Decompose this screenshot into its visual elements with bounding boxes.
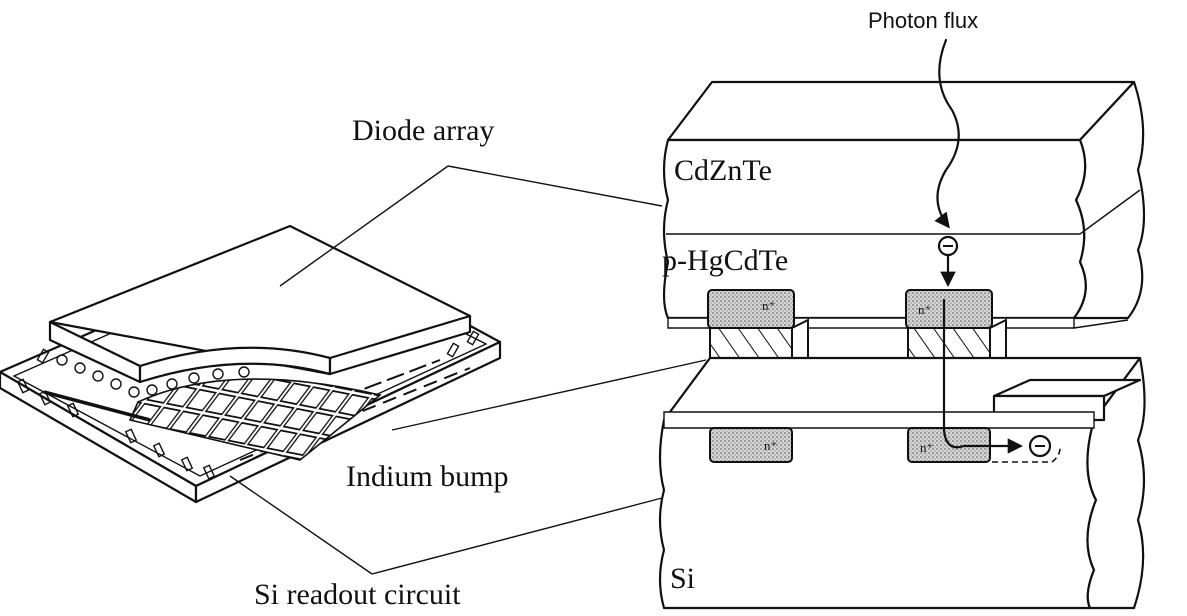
- readout-pads: [16, 330, 480, 480]
- si-readout-circuit-label: Si readout circuit: [254, 578, 461, 611]
- cdznte-label: CdZnTe: [674, 154, 772, 187]
- si-readout-block: [658, 356, 1146, 610]
- n-plus-label-top-left: n⁺: [762, 298, 775, 313]
- photon-flux-arrow: [934, 38, 960, 229]
- n-plus-label-bottom-right: n⁺: [920, 440, 933, 455]
- diode-array-label: Diode array: [352, 114, 494, 147]
- n-plus-region-top-left: [707, 289, 795, 329]
- n-plus-label-top-right: n⁺: [918, 302, 931, 317]
- electron-path-arrow: [942, 298, 1024, 454]
- n-plus-region-bottom-left: [709, 427, 793, 463]
- hybrid-chip-illustration: [0, 224, 502, 504]
- diode-array-slab: [48, 224, 472, 384]
- cross-section: [658, 38, 1146, 610]
- detector-block: [662, 80, 1146, 329]
- si-label: Si: [670, 562, 695, 595]
- leader-lines: [229, 165, 707, 575]
- n-plus-label-bottom-left: n⁺: [764, 438, 777, 453]
- bump-row: [56, 354, 250, 398]
- indium-bump-label: Indium bump: [346, 460, 509, 493]
- indium-bump-grid: [43, 354, 382, 461]
- photon-flux-label: Photon flux: [868, 8, 978, 33]
- p-hgcdte-label: p-HgCdTe: [662, 244, 788, 277]
